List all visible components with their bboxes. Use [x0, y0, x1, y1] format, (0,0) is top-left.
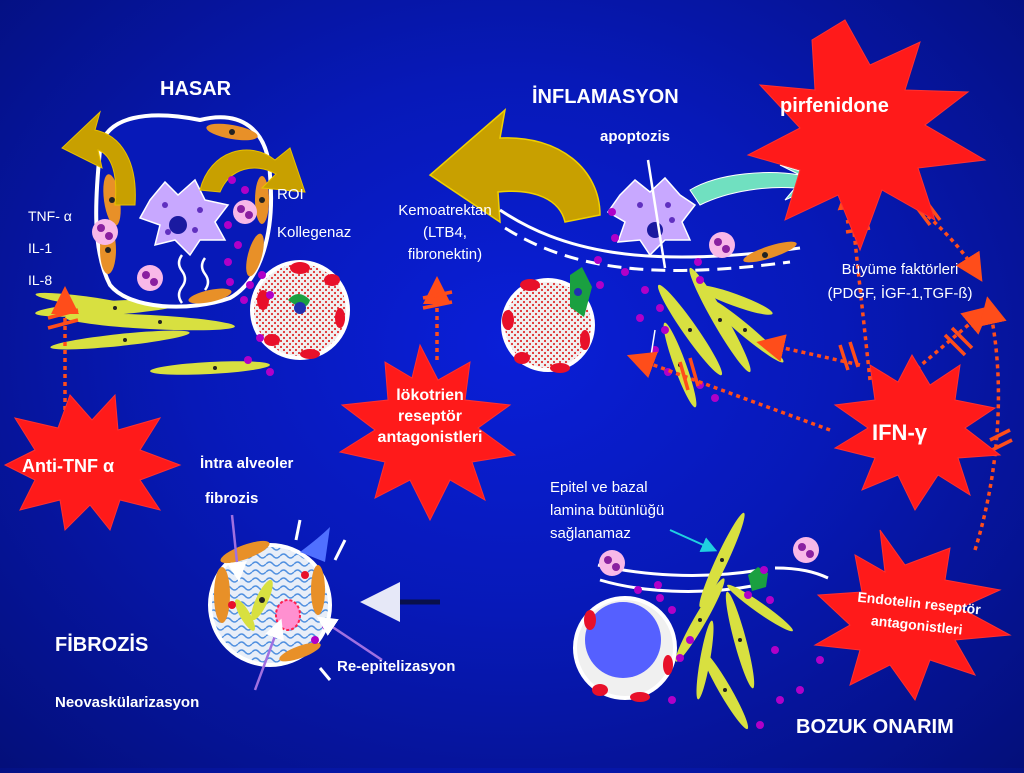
inflamasyon-illustration [428, 108, 832, 408]
burst-lokotrien [338, 343, 517, 522]
block-bars [47, 198, 1013, 452]
fibroblasts-inflamasyon [657, 267, 784, 408]
fibrozis-illustration [208, 514, 440, 691]
kemoatrektan-line2: (LTB4, [423, 224, 467, 241]
drug-ifn-gamma: IFN-γ [872, 420, 927, 445]
cytokine-tnf: TNF- α [28, 208, 72, 224]
capillary-hasar [250, 260, 350, 360]
kemoatrektan-line1: Kemoatrektan [398, 202, 492, 219]
buyume-line1: Büyüme faktörleri [841, 261, 959, 278]
neutrophils-hasar [92, 200, 257, 291]
lokotrien-line3: antagonistleri [377, 429, 483, 446]
burst-pirfenidone [746, 19, 987, 252]
hasar-illustration [35, 110, 350, 376]
kemoatrektan-line3: fibronektin) [407, 246, 483, 263]
drug-pirfenidone: pirfenidone [780, 95, 889, 117]
label-kollegenaz: Kollegenaz [277, 224, 352, 241]
burst-endotelin [813, 529, 1012, 702]
label-intra-alveoler: İntra alveoler [200, 455, 294, 472]
label-neovaskularizasyon: Neovaskülarizasyon [55, 694, 200, 711]
fan-shape [300, 527, 330, 562]
label-kemoatrektan: Kemoatrektan (LTB4, fibronektin) [380, 200, 510, 266]
label-buyume-faktorleri: Büyüme faktörleri (PDGF, İGF-1,TGF-ß) [795, 258, 1005, 306]
epitel-line1: Epitel ve bazal [550, 479, 648, 496]
bozuk-onarim-illustration [573, 512, 829, 730]
curved-arrow-right [199, 147, 306, 193]
drug-lokotrien: lökotrien reseptör antagonistleri [350, 385, 510, 448]
buyume-line2: (PDGF, İGF-1,TGF-ß) [827, 285, 973, 302]
curved-arrow-left [61, 110, 136, 206]
capillary-inflamasyon [501, 267, 595, 373]
epitel-line3: sağlanamaz [550, 525, 631, 542]
label-fibrozis: fibrozis [205, 490, 259, 507]
burst-anti-tnf [3, 393, 182, 532]
drug-anti-tnf: Anti-TNF α [22, 456, 115, 476]
macrophage-hasar [138, 178, 230, 257]
label-epitel-bazal: Epitel ve bazal lamina bütünlüğü sağlana… [550, 476, 664, 545]
section-title-bozuk-onarim: BOZUK ONARIM [796, 716, 954, 738]
epitel-line2: lamina bütünlüğü [550, 502, 665, 519]
section-title-inflamasyon: İNFLAMASYON [532, 86, 679, 108]
section-title-hasar: HASAR [160, 78, 232, 100]
burst-ifn [833, 353, 1002, 512]
mediator-dots-bozuk [634, 566, 824, 729]
curved-arrow-inflamasyon [428, 108, 601, 224]
label-roi: ROI [277, 186, 304, 203]
section-title-fibrozis: FİBROZİS [55, 634, 149, 656]
label-re-epitelizasyon: Re-epitelizasyon [337, 658, 456, 675]
cytokine-il8: IL-8 [28, 272, 53, 288]
cytokine-il1: IL-1 [28, 240, 53, 256]
lokotrien-line1: lökotrien [396, 387, 464, 404]
mediator-dots-hasar [224, 176, 274, 376]
lokotrien-line2: reseptör [397, 408, 463, 425]
label-apoptozis: apoptozis [600, 128, 670, 145]
